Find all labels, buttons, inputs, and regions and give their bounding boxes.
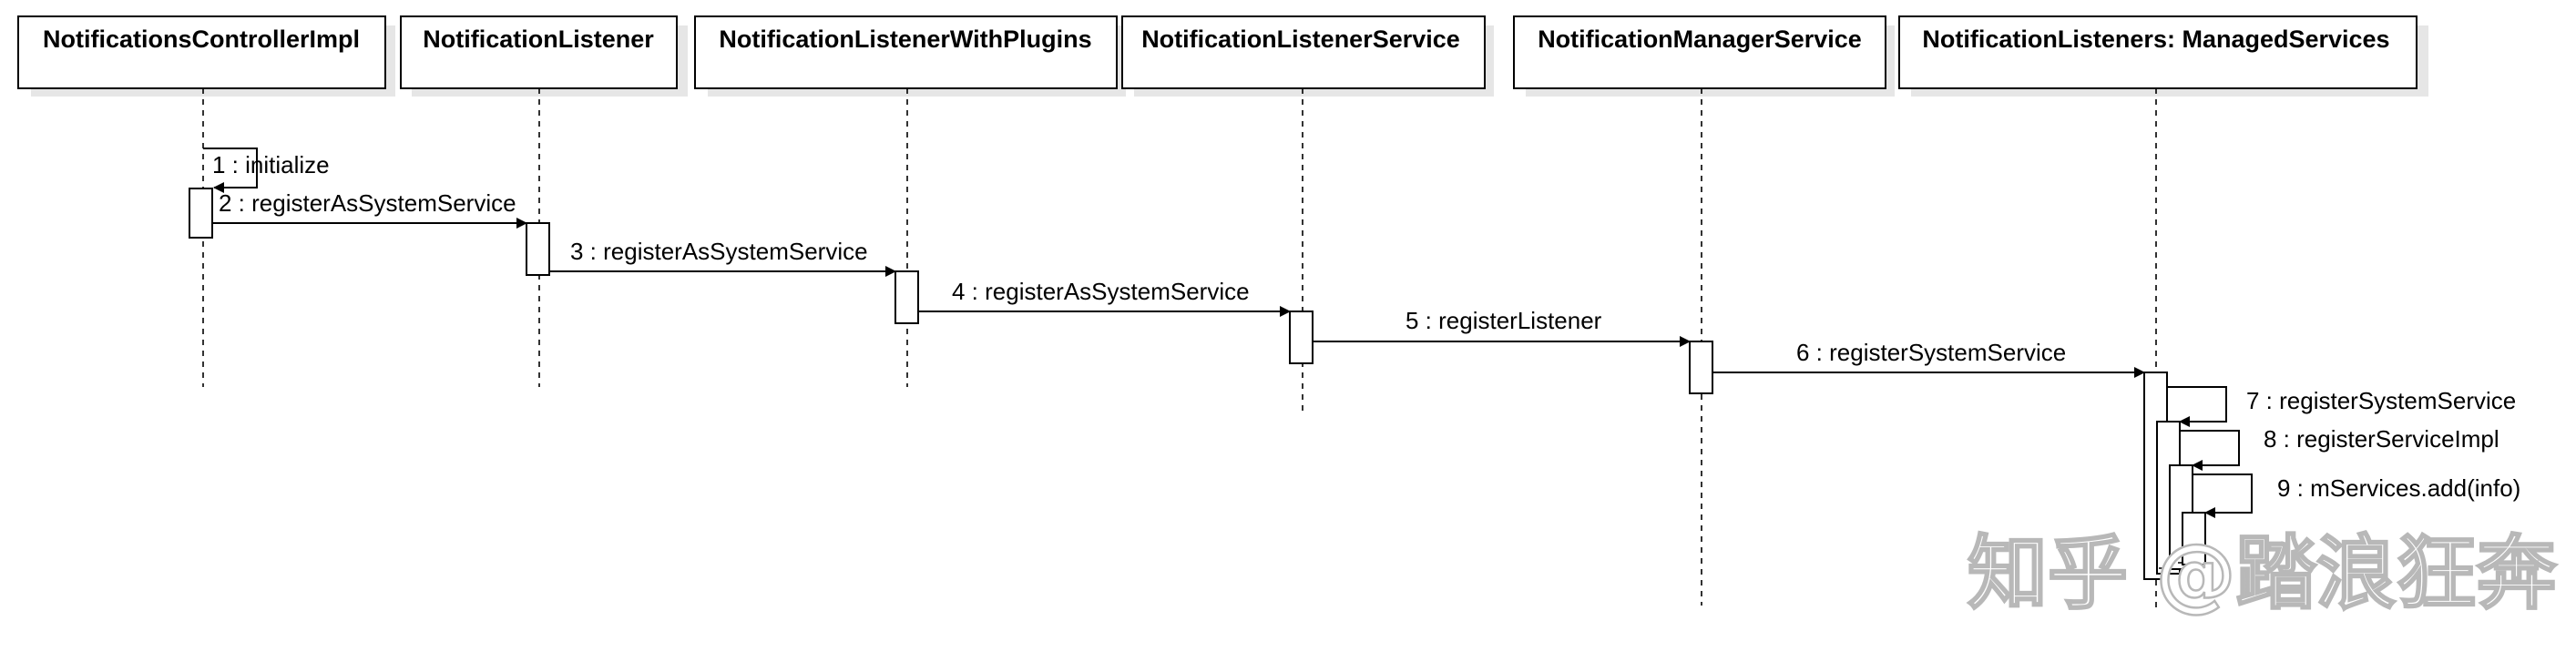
lifeline-label: NotificationManagerService [1538, 25, 1862, 53]
message-7: 7 : registerSystemService [2167, 386, 2516, 427]
activation-controller [189, 188, 213, 239]
message-label: 4 : registerAsSystemService [952, 278, 1250, 305]
message-label: 9 : mServices.add(info) [2277, 474, 2520, 502]
message-1: 1 : initialize [203, 148, 330, 193]
activation-listener [526, 222, 550, 276]
activation-managed-4 [2182, 512, 2206, 565]
message-9: 9 : mServices.add(info) [2193, 473, 2520, 518]
activation-plugins [894, 270, 919, 324]
message-label: 6 : registerSystemService [1796, 339, 2066, 366]
message-3: 3 : registerAsSystemService [549, 238, 896, 277]
message-8: 8 : registerServiceImpl [2180, 425, 2499, 471]
message-label: 5 : registerListener [1406, 307, 1602, 334]
message-4: 4 : registerAsSystemService [918, 278, 1291, 317]
message-label: 1 : initialize [212, 151, 330, 178]
message-2: 2 : registerAsSystemService [212, 189, 527, 229]
lifeline-plugins: NotificationListenerWithPlugins [694, 15, 1126, 387]
lifeline-label: NotificationListenerWithPlugins [719, 25, 1091, 53]
lifeline-label: NotificationListeners: ManagedServices [1922, 25, 2389, 53]
lifeline-label: NotificationListener [423, 25, 654, 53]
lifeline-listener: NotificationListener [400, 15, 688, 387]
lifeline-service: NotificationListenerService [1121, 15, 1494, 414]
lifeline-manager: NotificationManagerService [1513, 15, 1895, 606]
message-label: 2 : registerAsSystemService [219, 189, 516, 217]
lifeline-controller: NotificationsControllerImpl [17, 15, 395, 387]
activation-manager [1689, 341, 1713, 394]
lifeline-label: NotificationsControllerImpl [43, 25, 360, 53]
lifeline-label: NotificationListenerService [1141, 25, 1460, 53]
message-6: 6 : registerSystemService [1712, 339, 2145, 378]
activation-service [1289, 311, 1314, 364]
message-5: 5 : registerListener [1313, 307, 1691, 347]
message-label: 7 : registerSystemService [2246, 387, 2516, 414]
lifeline-managed: NotificationListeners: ManagedServices [1898, 15, 2428, 610]
message-label: 8 : registerServiceImpl [2264, 425, 2499, 453]
return-marks [2159, 562, 2182, 575]
watermark-text: 知乎 @踏浪狂奔 [1968, 526, 2558, 620]
message-label: 3 : registerAsSystemService [570, 238, 868, 265]
